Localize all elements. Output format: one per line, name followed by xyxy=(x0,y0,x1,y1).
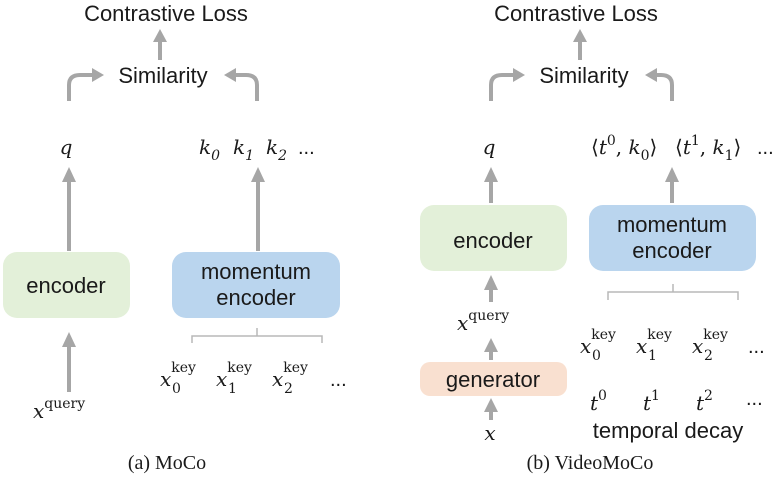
moco-input-xquery: xquery xyxy=(33,396,85,423)
moco-xkey-0: xkey xyxy=(160,360,196,391)
moco-key-brace xyxy=(191,328,323,343)
moco-keys-row: k0 k1 k2 ... xyxy=(199,135,315,164)
moco-loss-arrowhead xyxy=(153,29,167,42)
moco-similarity-label: Similarity xyxy=(118,63,207,88)
videomoco-xkey-0: xkey xyxy=(580,327,616,358)
videomoco-momentum-encoder-box xyxy=(589,205,756,271)
videomoco-encoder-label: encoder xyxy=(453,228,533,253)
moco-encoder-box xyxy=(3,252,130,318)
moco-left-curve-arrowhead xyxy=(92,68,104,82)
videomoco-xkey-1-sub: 1 xyxy=(648,348,657,364)
moco-xkey-2-sub: 2 xyxy=(284,381,293,397)
videomoco-t-ellipsis: ... xyxy=(746,388,763,410)
videomoco-pair-0: ⟨t0, k0⟩ xyxy=(591,133,657,164)
videomoco-temporal-decay-label: temporal decay xyxy=(593,418,743,443)
moco-xkey-2: xkey xyxy=(272,360,308,391)
moco-xkey-1-sub: 1 xyxy=(228,381,237,397)
videomoco-generator-label: generator xyxy=(446,367,540,392)
videomoco-xkey-1: xkey xyxy=(636,327,672,358)
videomoco-momentum-encoder-line1: momentum xyxy=(617,212,727,237)
moco-xkey-0-sub: 0 xyxy=(172,381,181,397)
videomoco-q-label: q xyxy=(483,135,496,159)
videomoco-caption: (b) VideoMoCo xyxy=(527,452,654,474)
moco-momentum-to-keys-arrowhead xyxy=(251,167,265,182)
moco-encoder-to-q-arrowhead xyxy=(62,167,76,182)
videomoco-pairs-ellipsis: ... xyxy=(757,137,774,159)
videomoco-right-curve-arrowhead xyxy=(645,68,657,82)
moco-momentum-encoder-line2: encoder xyxy=(216,285,296,310)
videomoco-panel: Contrastive Loss Similarity q ⟨t0, k0⟩ ⟨… xyxy=(420,1,774,474)
moco-xkey-ellipsis: ... xyxy=(330,369,347,391)
videomoco-right-curve-arrow xyxy=(655,73,674,101)
moco-right-curve-arrow xyxy=(234,73,259,101)
moco-input-to-encoder-arrowhead xyxy=(62,332,76,347)
moco-right-curve-arrowhead xyxy=(224,68,236,82)
moco-contrastive-loss-label: Contrastive Loss xyxy=(84,1,248,26)
videomoco-xkey-2: xkey xyxy=(692,327,728,358)
videomoco-xquery-label: xquery xyxy=(457,308,509,335)
moco-caption: (a) MoCo xyxy=(128,452,206,474)
videomoco-query-to-encoder-arrowhead xyxy=(484,275,498,290)
videomoco-key-brace xyxy=(607,284,739,300)
videomoco-pair-1: ⟨t1, k1⟩ xyxy=(675,133,741,164)
moco-xkey-row: xkey 0 xkey 1 xkey 2 ... xyxy=(160,360,347,397)
videomoco-xkey-ellipsis: ... xyxy=(748,336,765,358)
videomoco-left-curve-arrowhead xyxy=(513,68,525,82)
videomoco-t-1: t1 xyxy=(643,388,660,415)
moco-xkey-1: xkey xyxy=(216,360,252,391)
moco-q-label: q xyxy=(60,135,73,159)
videomoco-loss-arrowhead xyxy=(573,29,587,42)
moco-momentum-encoder-line1: momentum xyxy=(201,259,311,284)
videomoco-momentum-encoder-line2: encoder xyxy=(632,238,712,263)
videomoco-encoder-to-q-arrowhead xyxy=(484,167,498,182)
videomoco-input-to-generator-arrowhead xyxy=(484,398,498,412)
moco-encoder-label: encoder xyxy=(26,273,106,298)
moco-key-2: k2 xyxy=(266,135,287,164)
moco-panel: Contrastive Loss Similarity q k0 k1 k2 .… xyxy=(3,1,347,474)
moco-keys-ellipsis: ... xyxy=(298,137,315,159)
videomoco-xkey-row: xkey 0 xkey 1 xkey 2 ... xyxy=(580,327,765,364)
videomoco-contrastive-loss-label: Contrastive Loss xyxy=(494,1,658,26)
videomoco-generator-to-query-arrowhead xyxy=(484,338,498,352)
videomoco-t-2: t2 xyxy=(696,388,713,415)
videomoco-input-x: x xyxy=(484,421,495,445)
videomoco-t-0: t0 xyxy=(590,388,607,415)
moco-momentum-encoder-box xyxy=(172,252,340,318)
videomoco-momentum-to-pairs-arrowhead xyxy=(665,167,679,182)
videomoco-xkey-0-sub: 0 xyxy=(592,348,601,364)
videomoco-encoder-box xyxy=(420,205,567,271)
videomoco-left-curve-arrow xyxy=(489,73,515,101)
videomoco-generator-box xyxy=(420,362,567,396)
moco-left-curve-arrow xyxy=(67,73,94,101)
videomoco-xkey-2-sub: 2 xyxy=(704,348,713,364)
moco-key-1: k1 xyxy=(233,135,254,164)
videomoco-pairs-row: ⟨t0, k0⟩ ⟨t1, k1⟩ ... xyxy=(591,133,774,164)
videomoco-similarity-label: Similarity xyxy=(539,63,628,88)
moco-key-0: k0 xyxy=(199,135,220,164)
videomoco-t-row: t0 t1 t2 ... xyxy=(590,388,763,415)
